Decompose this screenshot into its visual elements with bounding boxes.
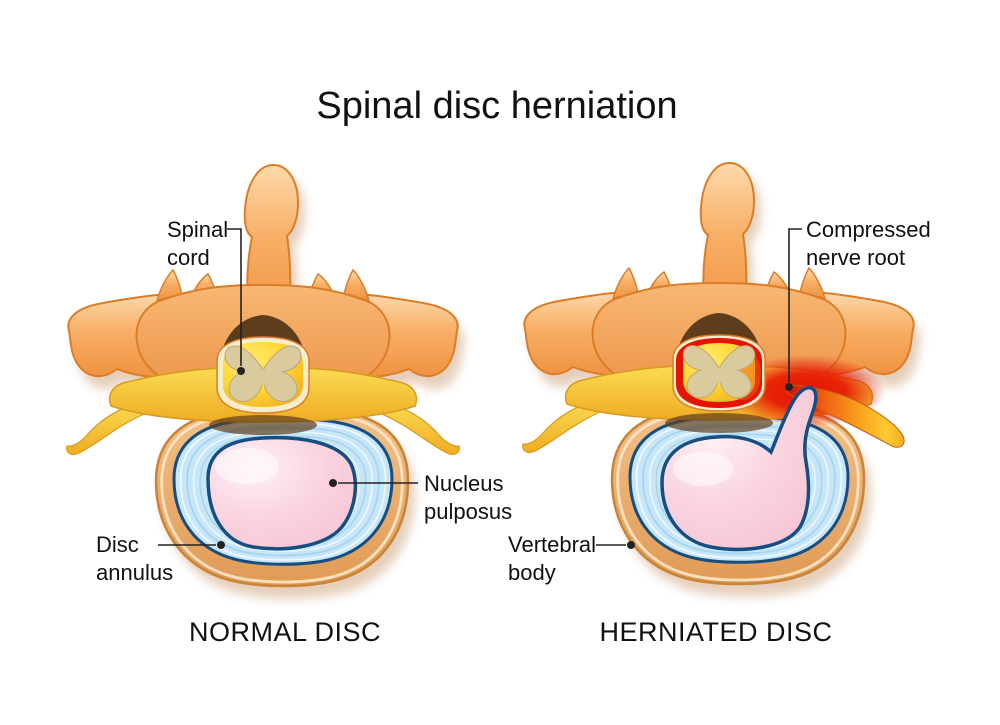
under-cord-shadow	[209, 415, 317, 435]
label-disc-annulus: Disc annulus	[96, 532, 225, 585]
gray-matter-bridge	[251, 370, 275, 385]
panel-herniated-disc	[522, 163, 921, 597]
compressed-nerve-root-label: Compressed nerve root	[806, 217, 937, 270]
spinal-cord-inflamed	[672, 334, 766, 412]
gray-matter-bridge	[707, 368, 731, 383]
label-vertebral-body: Vertebral body	[508, 532, 635, 585]
leader-line	[788, 228, 802, 382]
leader-dot	[217, 541, 225, 549]
leader-dot	[237, 367, 245, 375]
label-spinal-cord: Spinal cord	[167, 217, 245, 375]
caption-herniated-disc: HERNIATED DISC	[599, 617, 832, 647]
label-nucleus-pulposus: Nucleus pulposus	[329, 471, 512, 524]
nucleus-pulposus-label: Nucleus pulposus	[424, 471, 512, 524]
leader-dot	[329, 479, 337, 487]
spinal-cord-label: Spinal cord	[167, 217, 234, 270]
disc-annulus-label: Disc annulus	[96, 532, 173, 585]
panel-normal-disc	[66, 165, 465, 599]
under-cord-shadow	[665, 413, 773, 433]
vertebral-body-label: Vertebral body	[508, 532, 602, 585]
caption-normal-disc: NORMAL DISC	[189, 617, 381, 647]
spinal-cord	[216, 336, 310, 414]
nucleus-highlight	[673, 452, 733, 486]
leader-line	[227, 228, 242, 366]
leader-dot	[627, 541, 635, 549]
leader-dot	[785, 383, 793, 391]
page-title: Spinal disc herniation	[316, 85, 677, 127]
nucleus-highlight	[215, 448, 279, 484]
label-compressed-nerve-root: Compressed nerve root	[785, 217, 937, 391]
